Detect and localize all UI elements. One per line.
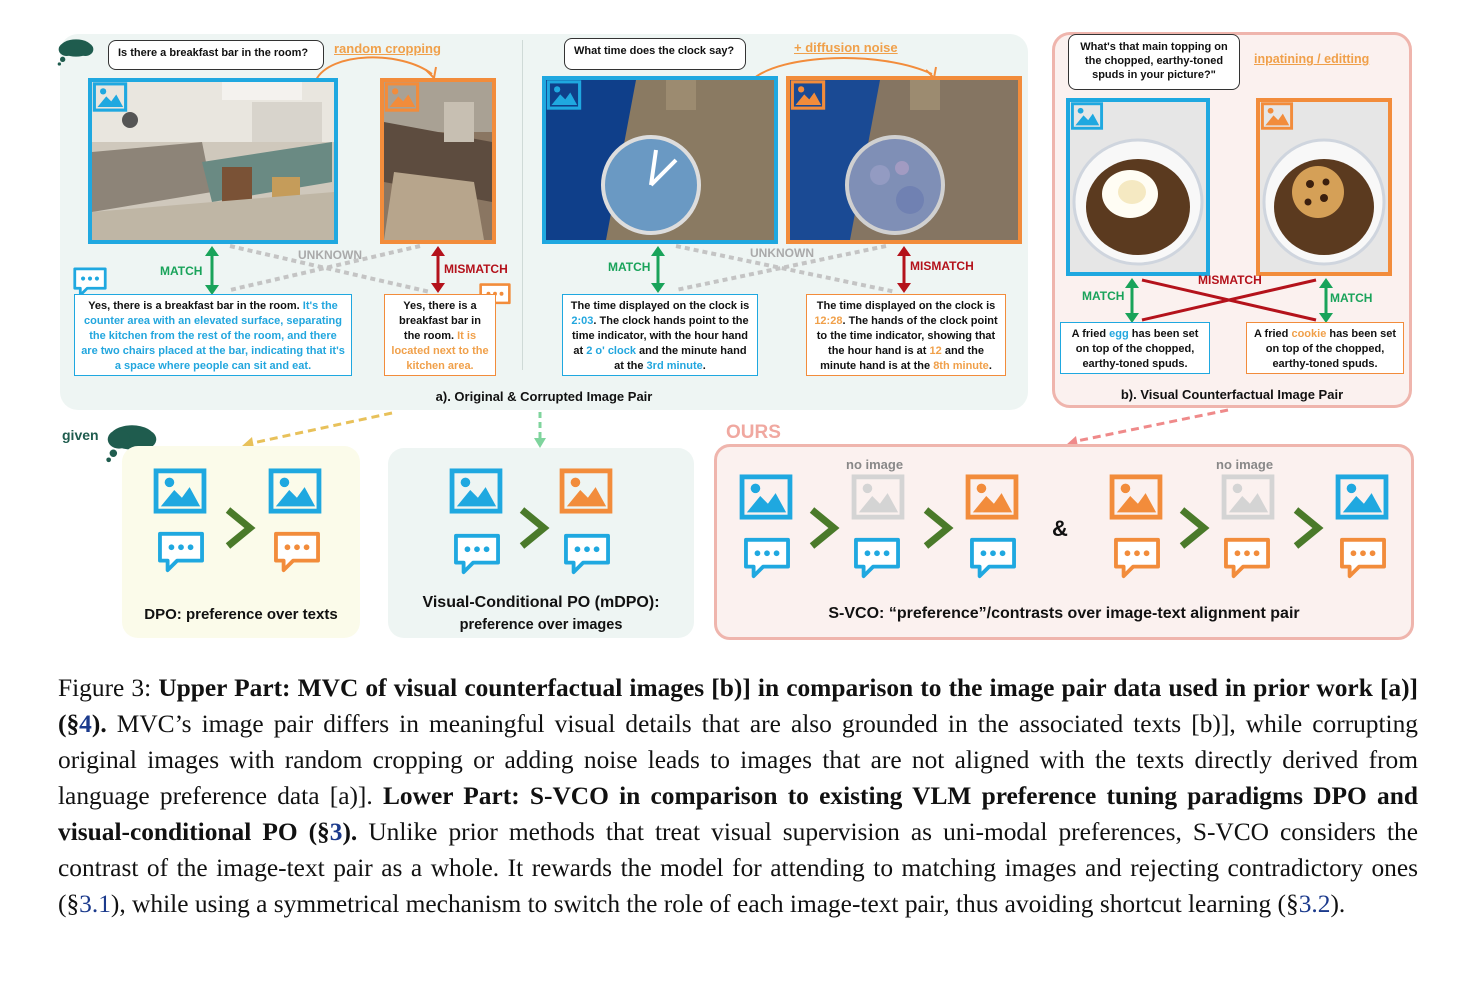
- chat-icon: [452, 532, 502, 576]
- op-inpainting: inpatining / editting: [1254, 52, 1370, 66]
- response-cookie: A fried cookie has been set on top of th…: [1246, 322, 1404, 374]
- image-icon: [1334, 474, 1390, 520]
- given-label: given: [62, 427, 99, 443]
- chat-icon: [156, 530, 206, 574]
- response-kitchen-original: Yes, there is a breakfast bar in the roo…: [74, 294, 352, 376]
- panel-b-caption: b). Visual Counterfactual Image Pair: [1120, 387, 1344, 402]
- chat-icon: [562, 532, 612, 576]
- panel-a-caption: a). Original & Corrupted Image Pair: [435, 389, 653, 404]
- chat-icon: [852, 536, 902, 580]
- unknown-label: UNKNOWN: [298, 248, 362, 262]
- match-label: MATCH: [1330, 291, 1373, 305]
- response-kitchen-cropped: Yes, there is a breakfast bar in the roo…: [384, 294, 496, 376]
- chat-icon: [1222, 536, 1272, 580]
- match-label: MATCH: [608, 260, 651, 274]
- image-egg-original: [1066, 98, 1210, 276]
- vcpo-box: [388, 448, 694, 638]
- no-image-icon: [850, 474, 906, 520]
- no-image-icon: [1220, 474, 1276, 520]
- image-badge-icon: [384, 82, 420, 112]
- svco-caption: S-VCO: “preference”/contrasts over image…: [828, 605, 1300, 622]
- image-kitchen-original: [88, 78, 338, 244]
- match-label: MATCH: [160, 264, 203, 278]
- image-icon: [267, 468, 323, 514]
- no-image-label: no image: [1216, 457, 1274, 472]
- greater-than-icon: [923, 507, 954, 549]
- greater-than-icon: [809, 507, 840, 549]
- image-clock-noisy: [786, 76, 1022, 244]
- match-label: MATCH: [1082, 289, 1125, 303]
- vcpo-caption-line2: preference over images: [459, 617, 623, 633]
- op-diffusion-noise: + diffusion noise: [794, 40, 898, 55]
- image-kitchen-cropped: [380, 78, 496, 244]
- chat-icon: [1112, 536, 1162, 580]
- mismatch-label: MISMATCH: [444, 262, 508, 276]
- image-icon: [1108, 474, 1164, 520]
- image-icon: [558, 468, 614, 514]
- image-icon: [448, 468, 504, 514]
- response-egg: A fried egg has been set on top of the c…: [1060, 322, 1210, 374]
- response-clock-original: The time displayed on the clock is 2:03.…: [562, 294, 758, 376]
- chat-icon: [742, 536, 792, 580]
- image-badge-icon: [546, 80, 582, 110]
- image-badge-icon: [790, 80, 826, 110]
- response-clock-noisy: The time displayed on the clock is 12:28…: [806, 294, 1006, 376]
- chat-icon: [1338, 536, 1388, 580]
- panel-a-divider: [522, 40, 523, 370]
- question-bubble-clock: What time does the clock say?: [564, 38, 746, 70]
- image-cookie-edited: [1256, 98, 1392, 276]
- question-bubble-topping: What's that main topping on the chopped,…: [1068, 34, 1240, 90]
- vcpo-caption-line1: Visual-Conditional PO (mDPO):: [422, 594, 660, 611]
- image-icon: [738, 474, 794, 520]
- greater-than-icon: [519, 507, 550, 549]
- chat-icon: [272, 530, 322, 574]
- greater-than-icon: [1179, 507, 1210, 549]
- unknown-label: UNKNOWN: [750, 246, 814, 260]
- no-image-label: no image: [846, 457, 904, 472]
- image-badge-icon: [92, 82, 128, 112]
- ampersand: &: [1052, 516, 1068, 541]
- dpo-caption: DPO: preference over texts: [144, 606, 338, 623]
- image-icon: [964, 474, 1020, 520]
- image-icon: [152, 468, 208, 514]
- mismatch-label: MISMATCH: [910, 259, 974, 273]
- op-random-cropping: random cropping: [334, 41, 441, 56]
- question-bubble-breakfast: Is there a breakfast bar in the room?: [108, 40, 324, 70]
- greater-than-icon: [1293, 507, 1324, 549]
- greater-than-icon: [225, 507, 256, 549]
- mismatch-label: MISMATCH: [1198, 273, 1262, 287]
- image-badge-icon: [1070, 102, 1104, 130]
- chat-icon: [968, 536, 1018, 580]
- image-clock-original: [542, 76, 778, 244]
- ours-label: OURS: [726, 422, 781, 443]
- image-badge-icon: [1260, 102, 1294, 130]
- figure-caption: Figure 3: Upper Part: MVC of visual coun…: [58, 674, 1419, 918]
- thought-cloud-icon: [56, 36, 96, 68]
